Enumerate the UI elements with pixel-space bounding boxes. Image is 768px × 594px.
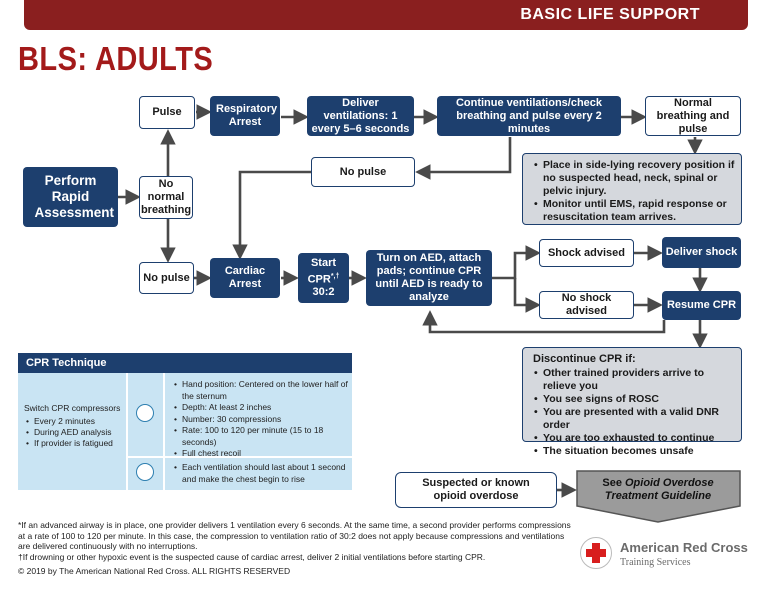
- see-opioid-prefix: See: [602, 477, 622, 489]
- deliver-ventilations-label: Deliver ventilations: 1 every 5–6 second…: [311, 96, 410, 135]
- deliver-ventilations-box: Deliver ventilations: 1 every 5–6 second…: [307, 96, 414, 136]
- org-tagline: Training Services: [620, 557, 691, 568]
- respiratory-arrest-box: Respiratory Arrest: [210, 96, 280, 136]
- compression-item: Full chest recoil: [174, 448, 350, 460]
- start-cpr-label-b: CPR*,†: [308, 270, 340, 287]
- shock-advised-box: Shock advised: [539, 239, 634, 267]
- start-cpr-label-a: Start: [310, 256, 337, 269]
- see-opioid-label-box: See Opioid Overdose Treatment Guideline: [583, 473, 733, 507]
- cpr-divider-1: [126, 373, 128, 490]
- compression-item: Depth: At least 2 inches: [174, 402, 350, 414]
- red-cross-horizontal: [586, 549, 606, 557]
- discontinue-box: Discontinue CPR if: Other trained provid…: [522, 347, 742, 458]
- discontinue-list: Other trained providers arrive to reliev…: [533, 367, 735, 458]
- footnotes: *If an advanced airway is in place, one …: [18, 520, 578, 562]
- suspected-opioid-label: Suspected or known opioid overdose: [422, 477, 530, 502]
- compression-icon: [136, 404, 154, 422]
- no-pulse-left-label: No pulse: [143, 271, 190, 284]
- switch-item: Every 2 minutes: [26, 416, 126, 427]
- no-pulse-top-label: No pulse: [339, 165, 387, 178]
- normal-breathing-label: Normal breathing and pulse: [656, 96, 730, 135]
- no-shock-advised-label: No shock advised: [561, 292, 612, 317]
- deliver-shock-box: Deliver shock: [662, 237, 741, 268]
- compression-item: Hand position: Centered on the lower hal…: [174, 379, 350, 402]
- shock-advised-label: Shock advised: [547, 246, 626, 259]
- ventilation-item: Each ventilation should last about 1 sec…: [174, 462, 350, 485]
- banner-title: BASIC LIFE SUPPORT: [520, 6, 700, 23]
- page-title: BLS: ADULTS: [18, 40, 214, 77]
- start-cpr-box: Start CPR*,† 30:2: [298, 253, 349, 303]
- compression-item: Number: 30 compressions: [174, 414, 350, 426]
- footnote-2: †If drowning or other hypoxic event is t…: [18, 551, 486, 562]
- arrow-continue-to-nopulse: [415, 137, 512, 180]
- perform-rapid-label: Perform Rapid Assessment: [34, 173, 115, 220]
- start-cpr-superscript: *,†: [330, 272, 340, 280]
- resume-cpr-label: Resume CPR: [666, 299, 737, 311]
- discontinue-item: Other trained providers arrive to reliev…: [534, 367, 735, 393]
- continue-ventilations-box: Continue ventilations/check breathing an…: [437, 96, 621, 136]
- switch-list: Every 2 minutes During AED analysis If p…: [24, 416, 126, 449]
- ventilation-list: Each ventilation should last about 1 sec…: [172, 462, 350, 485]
- arrow-resume-back-to-aed: [422, 310, 666, 334]
- see-opioid-guideline: Opioid Overdose Treatment Guideline: [604, 477, 714, 502]
- turn-on-aed-label: Turn on AED, attach pads; continue CPR u…: [375, 252, 483, 303]
- discontinue-item: You are presented with a valid DNR order: [534, 406, 735, 432]
- recovery-list: Place in side-lying recovery position if…: [533, 159, 735, 224]
- arrow-aed-to-noshock: [513, 278, 541, 313]
- discontinue-item: You are too exhausted to continue: [534, 432, 735, 445]
- switch-lead: Switch CPR compressors: [24, 403, 121, 413]
- pulse-label: Pulse: [152, 106, 182, 118]
- recovery-box: Place in side-lying recovery position if…: [522, 153, 742, 225]
- continue-ventilations-label: Continue ventilations/check breathing an…: [455, 96, 603, 135]
- normal-breathing-box: Normal breathing and pulse: [645, 96, 741, 136]
- arrow-aed-to-shock: [492, 245, 541, 280]
- switch-item: During AED analysis: [26, 427, 126, 438]
- no-normal-breathing-box: No normal breathing: [139, 176, 193, 219]
- cardiac-arrest-box: Cardiac Arrest: [210, 258, 280, 298]
- turn-on-aed-box: Turn on AED, attach pads; continue CPR u…: [366, 250, 492, 306]
- see-opioid-line: See Opioid Overdose Treatment Guideline: [583, 477, 733, 503]
- no-pulse-top-box: No pulse: [311, 157, 415, 187]
- cpr-divider-2: [163, 373, 165, 490]
- discontinue-item: You see signs of ROSC: [534, 393, 735, 406]
- deliver-shock-label: Deliver shock: [665, 246, 738, 258]
- perform-rapid-assessment: Perform Rapid Assessment: [23, 167, 118, 227]
- switch-item: If provider is fatigued: [26, 438, 126, 449]
- no-pulse-left-box: No pulse: [139, 262, 194, 294]
- pulse-box: Pulse: [139, 96, 195, 129]
- header-banner: BASIC LIFE SUPPORT: [24, 0, 748, 30]
- start-cpr-ratio: 30:2: [312, 286, 335, 299]
- ventilation-details: Each ventilation should last about 1 sec…: [172, 462, 350, 485]
- ventilation-icon: [136, 463, 154, 481]
- compression-details: Hand position: Centered on the lower hal…: [172, 379, 350, 460]
- no-shock-advised-box: No shock advised: [539, 291, 634, 319]
- cardiac-arrest-label: Cardiac Arrest: [224, 265, 266, 290]
- discontinue-heading: Discontinue CPR if:: [533, 353, 636, 365]
- org-name: American Red Cross: [620, 540, 748, 555]
- resume-cpr-box: Resume CPR: [662, 291, 741, 320]
- respiratory-arrest-label: Respiratory Arrest: [216, 103, 278, 128]
- no-normal-breathing-label: No normal breathing: [140, 178, 192, 216]
- recovery-item: Monitor until EMS, rapid response or res…: [534, 198, 735, 224]
- see-opioid-pentagon: [576, 470, 741, 523]
- compression-list: Hand position: Centered on the lower hal…: [172, 379, 350, 460]
- suspected-opioid-box: Suspected or known opioid overdose: [395, 472, 557, 508]
- footnote-1: *If an advanced airway is in place, one …: [18, 520, 571, 551]
- discontinue-item: The situation becomes unsafe: [534, 445, 735, 458]
- cpr-technique-heading: CPR Technique: [18, 353, 352, 373]
- recovery-item: Place in side-lying recovery position if…: [534, 159, 735, 198]
- start-cpr-text: CPR: [307, 273, 331, 286]
- compression-item: Rate: 100 to 120 per minute (15 to 18 se…: [174, 425, 350, 448]
- switch-compressors: Switch CPR compressors Every 2 minutes D…: [18, 373, 126, 490]
- copyright: © 2019 by The American National Red Cros…: [18, 566, 291, 576]
- arrow-nopulse-to-cardiac: [232, 170, 311, 260]
